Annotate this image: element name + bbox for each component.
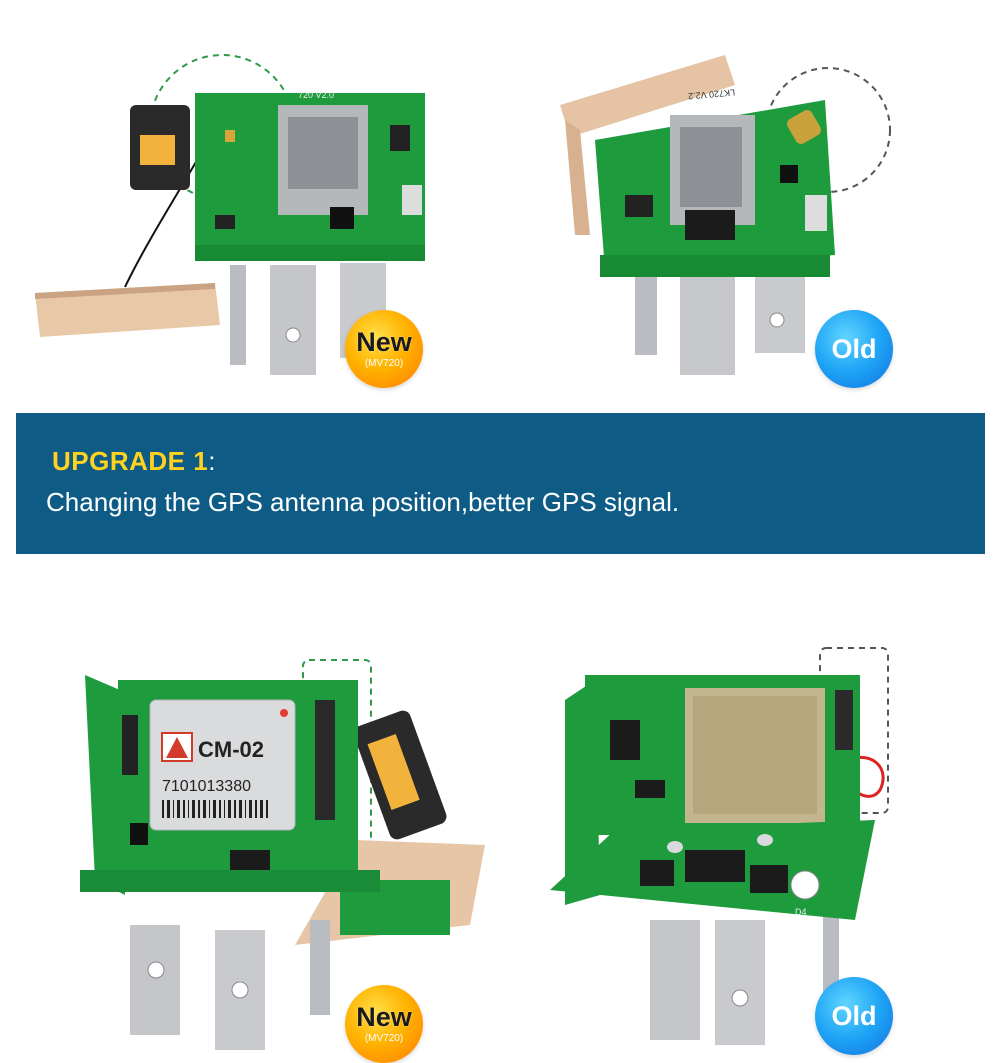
upgrade-heading: UPGRADE 1: — [52, 446, 216, 477]
old-badge-top: Old — [815, 310, 893, 388]
photo-old-device-top: LK720 V2.2 — [545, 45, 965, 385]
new-badge-model: (MV720) — [364, 357, 404, 369]
photo-new-device-bottom: CM-02 7101013380 — [70, 655, 500, 1055]
svg-text:D4: D4 — [795, 907, 807, 917]
new-badge-top: New (MV720) — [345, 310, 423, 388]
svg-text:CM-02: CM-02 — [198, 737, 264, 762]
old-badge-label: Old — [831, 1000, 877, 1031]
upgrade-heading-colon: : — [208, 446, 216, 476]
old-badge-bottom: Old — [815, 977, 893, 1055]
svg-text:720 V2.0: 720 V2.0 — [298, 90, 334, 100]
new-badge-bottom: New (MV720) — [345, 985, 423, 1063]
svg-text:LK720 V2.2: LK720 V2.2 — [688, 87, 736, 101]
new-badge-label: New — [356, 1001, 412, 1032]
photo-old-device-bottom: D4 — [545, 640, 975, 1050]
new-badge-label: New — [356, 326, 412, 357]
photo-new-device-top: 720 V2.0 — [30, 35, 450, 385]
upgrade-heading-label: UPGRADE 1 — [52, 446, 209, 476]
new-badge-model: (MV720) — [364, 1032, 404, 1044]
svg-text:7101013380: 7101013380 — [162, 778, 251, 795]
upgrade-banner: UPGRADE 1: Changing the GPS antenna posi… — [16, 413, 985, 554]
upgrade-description: Changing the GPS antenna position,better… — [46, 487, 680, 517]
old-badge-label: Old — [831, 333, 877, 364]
